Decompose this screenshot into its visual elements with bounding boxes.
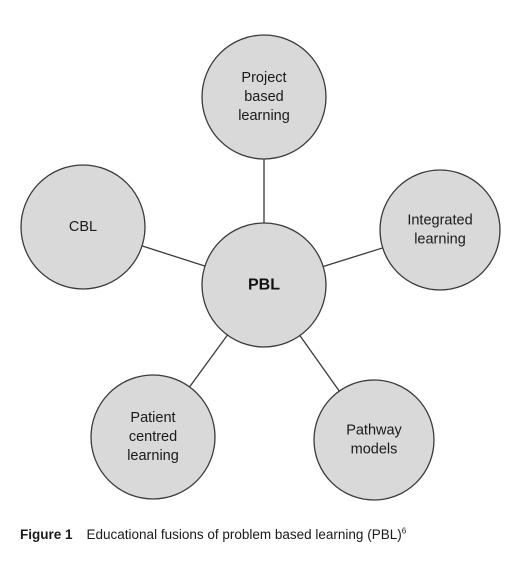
node-label-patient: learning <box>127 448 179 464</box>
node-circle-project <box>201 34 327 160</box>
node-circle-integrated <box>379 169 501 291</box>
node-label-pathway: models <box>351 442 398 458</box>
node-label-integrated: Integrated <box>407 213 472 229</box>
pbl-diagram: PBLProjectbasedlearningIntegratedlearnin… <box>20 34 501 501</box>
node-project: Project based learning <box>201 34 327 160</box>
node-circle-pathway <box>313 379 435 501</box>
caption-reference: 6 <box>401 526 407 536</box>
nodes: PBLProjectbasedlearningIntegratedlearnin… <box>20 34 501 501</box>
node-pathway: Pathway models <box>313 379 435 501</box>
node-label-project: Project <box>241 70 286 86</box>
node-circle-patient <box>90 374 216 500</box>
node-label-patient: centred <box>129 429 177 445</box>
node-label-integrated: learning <box>414 232 466 248</box>
figure-label: Figure 1 <box>20 527 73 542</box>
node-label-cbl: CBL <box>69 219 97 235</box>
node-label-project: learning <box>238 108 290 124</box>
node-pbl: PBL <box>201 222 327 348</box>
figure-caption: Figure 1 Educational fusions of problem b… <box>20 527 406 542</box>
caption-text: Educational fusions of problem based lea… <box>86 527 402 542</box>
node-label-pbl: PBL <box>248 277 280 294</box>
node-label-patient: Patient <box>130 410 175 426</box>
node-circle-cbl <box>20 164 146 290</box>
node-patient: Patient centred learning <box>90 374 216 500</box>
node-label-project: based <box>244 89 284 105</box>
node-cbl: CBL <box>20 164 146 290</box>
node-integrated: Integrated learning <box>379 169 501 291</box>
node-circle-pbl <box>201 222 327 348</box>
node-label-pathway: Pathway <box>346 423 402 439</box>
